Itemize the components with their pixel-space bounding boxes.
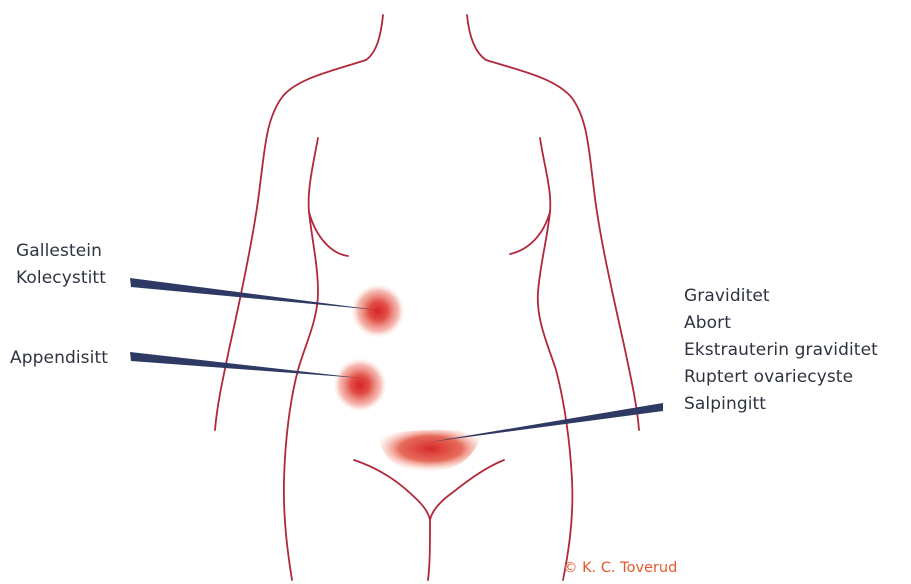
gallbladder-pain-area — [351, 284, 405, 338]
appendix-pain-area — [333, 358, 387, 412]
right-torso-outline — [538, 138, 573, 580]
neck-left-outline — [366, 15, 383, 60]
label-salpingitt: Salpingitt — [684, 391, 878, 418]
copyright-credit: © K. C. Toverud — [563, 560, 677, 576]
label-appendisitt: Appendisitt — [10, 345, 108, 372]
label-ruptert-ovariecyste: Ruptert ovariecyste — [684, 364, 878, 391]
left-torso-outline — [284, 138, 318, 580]
label-gallestein: Gallestein — [16, 238, 106, 265]
right-shoulder-arm-outline — [486, 60, 639, 430]
label-abort: Abort — [684, 310, 878, 337]
neck-right-outline — [467, 15, 486, 60]
appendix-pointer — [130, 352, 360, 378]
label-graviditet: Graviditet — [684, 283, 878, 310]
label-kolecystitt: Kolecystitt — [16, 265, 106, 292]
gallbladder-pointer — [130, 278, 377, 310]
pelvic-label-group: Graviditet Abort Ekstrauterin graviditet… — [684, 283, 878, 418]
gallbladder-label-group: Gallestein Kolecystitt — [16, 238, 106, 292]
inner-thigh-line — [428, 520, 430, 580]
label-ekstrauterin-graviditet: Ekstrauterin graviditet — [684, 337, 878, 364]
appendix-label-group: Appendisitt — [10, 345, 108, 372]
